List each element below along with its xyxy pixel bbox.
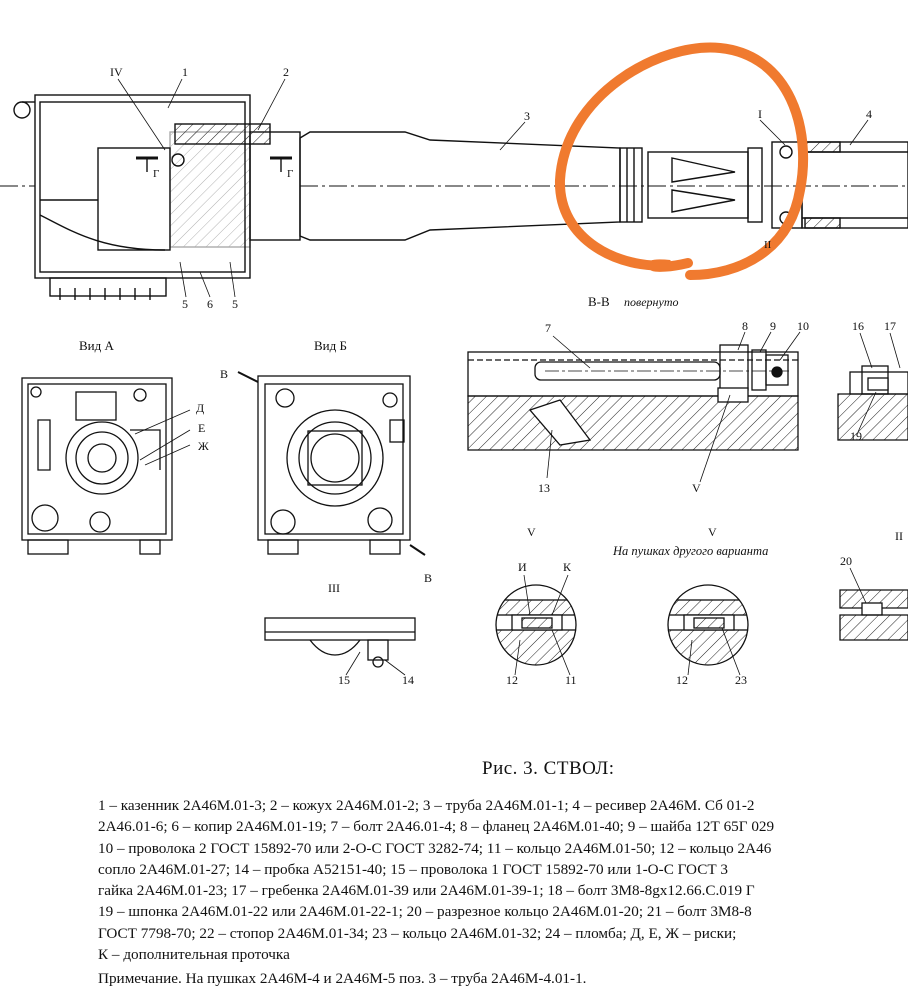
label-14: 14	[402, 673, 414, 687]
label-zh: Ж	[198, 439, 209, 453]
label-3: 3	[524, 109, 530, 123]
label-v-mark1: В	[220, 367, 228, 381]
section-vv	[467, 331, 801, 483]
label-12a: 12	[506, 673, 518, 687]
label-v2: V	[527, 525, 536, 539]
label-v1: V	[692, 481, 701, 495]
label-11: 11	[565, 673, 577, 687]
section-vv-title: В-В	[588, 294, 610, 309]
detail-ii	[839, 567, 908, 641]
label-1: 1	[182, 65, 188, 79]
label-d: Д	[196, 401, 204, 415]
label-17: 17	[884, 319, 896, 333]
label-9: 9	[770, 319, 776, 333]
label-6: 6	[207, 297, 213, 311]
view-b	[237, 371, 426, 556]
label-g2: Г	[287, 168, 293, 180]
note: Примечание. На пушках 2А46М-4 и 2А46М-5 …	[98, 970, 587, 988]
detail-16-17	[837, 332, 908, 441]
label-8: 8	[742, 319, 748, 333]
legend-line: сопло 2А46М.01-27; 14 – пробка А52151-40…	[98, 860, 728, 878]
view-a-title: Вид А	[79, 338, 114, 353]
other-variant-note: На пушках другого варианта	[612, 544, 768, 558]
view-b-title: Вид Б	[314, 338, 347, 353]
detail-v-variant	[667, 584, 749, 676]
label-5a: 5	[182, 297, 188, 311]
label-7: 7	[545, 321, 551, 335]
label-5b: 5	[232, 297, 238, 311]
legend-line: ГОСТ 7798-70; 22 – стопор 2А46М.01-34; 2…	[98, 924, 737, 942]
legend-line: гайка 2А46М.01-23; 17 – гребенка 2А46М.0…	[98, 882, 755, 900]
label-4: 4	[866, 107, 872, 121]
label-g1: Г	[153, 168, 159, 180]
label-13: 13	[538, 481, 550, 495]
label-ii-top: II	[764, 239, 772, 251]
label-k: К	[563, 560, 572, 574]
label-v3: V	[708, 525, 717, 539]
barrel-assembly	[0, 78, 908, 300]
label-e: Е	[198, 421, 205, 435]
label-i-cyr: И	[518, 560, 527, 574]
technical-drawing: 1 2 3 4 IV I II Г Г 5 6 5 В-В повернуто …	[0, 42, 908, 687]
legend: 1 – казенник 2А46М.01-3; 2 – кожух 2А46М…	[98, 795, 906, 990]
label-20: 20	[840, 554, 852, 568]
section-vv-note: повернуто	[624, 295, 678, 309]
view-a	[21, 377, 191, 555]
label-16: 16	[852, 319, 864, 333]
legend-line: 19 – шпонка 2А46М.01-22 или 2А46М.01-22-…	[98, 903, 752, 921]
legend-line: 2А46.01-6; 6 – копир 2А46М.01-19; 7 – бо…	[98, 818, 775, 836]
label-v-mark2: В	[424, 571, 432, 585]
legend-line: К – дополнительная проточка	[98, 946, 290, 964]
label-iii: III	[328, 581, 340, 595]
legend-line: 1 – казенник 2А46М.01-3; 2 – кожух 2А46М…	[98, 797, 755, 814]
label-19: 19	[850, 429, 862, 443]
orange-highlight-circle	[554, 42, 809, 280]
detail-iii	[264, 617, 416, 676]
legend-line: 10 – проволока 2 ГОСТ 15892-70 или 2-О-С…	[98, 839, 772, 857]
detail-v	[495, 574, 577, 676]
label-iv: IV	[110, 65, 123, 79]
label-23: 23	[735, 673, 747, 687]
label-2: 2	[283, 65, 289, 79]
label-12b: 12	[676, 673, 688, 687]
figure-caption: Рис. 3. СТВОЛ:	[482, 758, 615, 779]
label-i: I	[758, 107, 762, 121]
label-ii: II	[895, 529, 903, 543]
label-15: 15	[338, 673, 350, 687]
label-10: 10	[797, 319, 809, 333]
